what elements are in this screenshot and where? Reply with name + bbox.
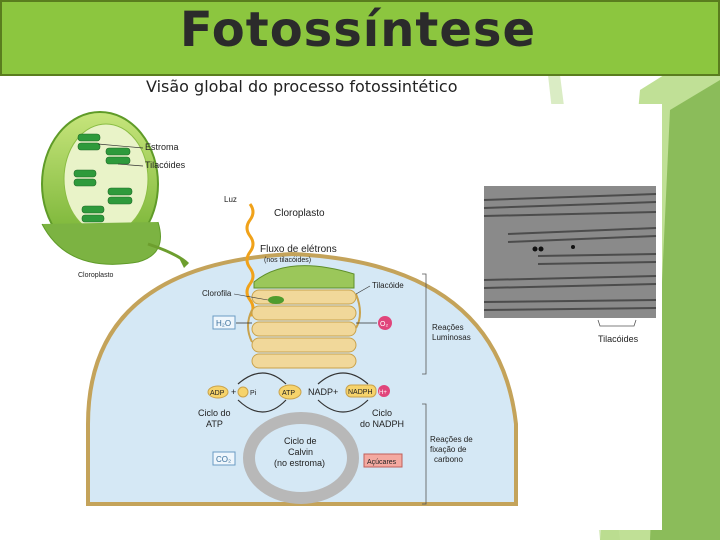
label-tilacoides-photo: Tilacóides	[598, 334, 639, 344]
calvin-cycle-ring	[243, 412, 359, 504]
label-cloroplasto: Cloroplasto	[274, 208, 325, 219]
label-ciclo-atp-2: ATP	[206, 419, 223, 429]
diagram-panel: Estroma Tilacóides Cloroplasto Luz Cloro…	[38, 104, 662, 530]
label-nadp: NADP+	[308, 387, 338, 397]
label-acucares: Açúcares	[367, 459, 397, 466]
title-bar	[0, 0, 720, 76]
light-ray	[245, 203, 255, 317]
label-clorofila: Clorofila	[202, 289, 232, 298]
label-luz: Luz	[224, 195, 237, 204]
label-tilacoides-top: Tilacóides	[145, 160, 186, 170]
label-calvin-3: (no estroma)	[274, 458, 325, 468]
label-estroma: Estroma	[145, 142, 179, 152]
page-subtitle: Visão global do processo fotossintético	[146, 77, 458, 96]
label-tilacoide: Tilacóide	[372, 281, 404, 290]
chloroplast-illustration	[41, 111, 190, 268]
label-reacoes-luminosas-2: Luminosas	[432, 333, 471, 342]
photosynthesis-diagram: Estroma Tilacóides Cloroplasto Luz Cloro…	[41, 111, 657, 506]
stroma-region	[86, 251, 518, 506]
label-cloroplasto-small: Cloroplasto	[78, 272, 114, 279]
label-calvin-1: Ciclo de	[284, 436, 317, 446]
label-o2: O₂	[380, 321, 388, 328]
label-fluxo-sub: (nos tilacóides)	[264, 257, 311, 264]
thylakoid-stack	[247, 265, 361, 369]
label-nadph: NADPH	[348, 389, 373, 396]
label-calvin-2: Calvin	[288, 447, 313, 457]
label-adp: ADP	[210, 390, 225, 397]
label-pi: Pi	[250, 390, 257, 397]
label-co2: CO₂	[216, 455, 231, 464]
label-fluxo: Fluxo de elétrons	[260, 244, 337, 255]
label-plus: +	[231, 387, 236, 397]
micrograph-image	[483, 186, 657, 318]
label-reacoes-luminosas-1: Reações	[432, 323, 464, 332]
label-fixacao-2: fixação de	[430, 445, 467, 454]
label-atp: ATP	[282, 390, 295, 397]
label-ciclo-atp-1: Ciclo do	[198, 408, 231, 418]
label-ciclo-nadph-2: do NADPH	[360, 419, 404, 429]
label-h-plus: H+	[379, 390, 387, 396]
label-fixacao-3: carbono	[434, 455, 463, 464]
label-ciclo-nadph-1: Ciclo	[372, 408, 392, 418]
label-fixacao-1: Reações de	[430, 435, 473, 444]
label-h2o: H₂O	[216, 319, 231, 328]
page-title: Fotossíntese	[179, 2, 537, 58]
